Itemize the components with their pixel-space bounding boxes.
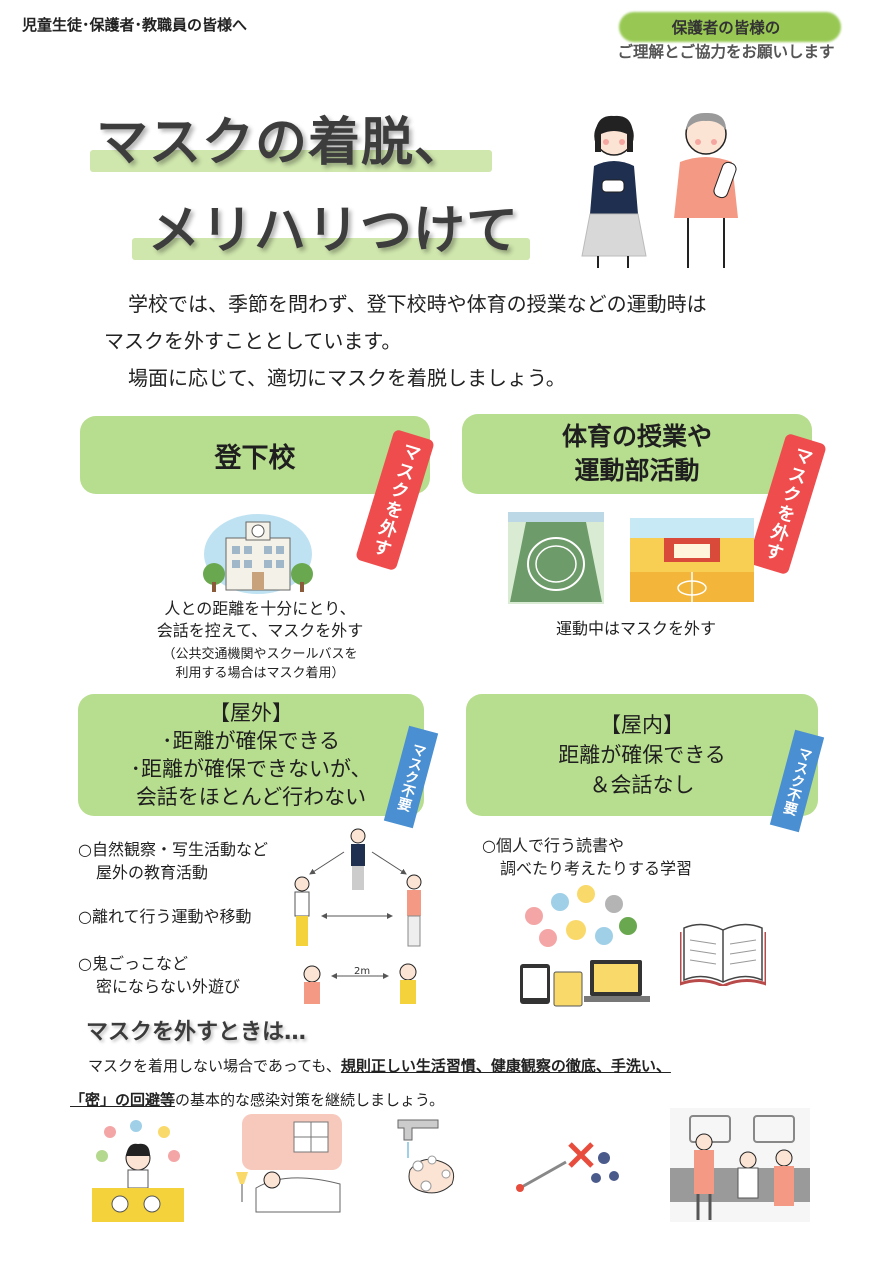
thermometer-virus-illustration (516, 1142, 619, 1192)
outdoor-line-2: ･距離が確保できないが、 (130, 757, 372, 781)
outdoor-item-3-line-2: 密にならない外遊び (96, 977, 241, 996)
outdoor-item-2: ○離れて行う運動や移動 (78, 907, 252, 926)
devices-illustration (520, 885, 650, 1007)
intro-line-2: マスクを外すこととしています。 (104, 329, 402, 353)
outdoor-item-1: ○自然観察・写生活動など 屋外の教育活動 (78, 838, 268, 884)
gymnasium-illustration (630, 518, 754, 602)
when-off-emphasis-2: 「密」の回避等 (70, 1091, 176, 1109)
sports-heading-line-1: 体育の授業や (561, 422, 712, 451)
commute-caption: 人との距離を十分にとり、 会話を控えて、マスクを外す (110, 598, 410, 642)
commute-caption-line-2: 会話を控えて、マスクを外す (156, 621, 364, 640)
sports-caption: 運動中はマスクを外す (555, 619, 716, 638)
commute-note: （公共交通機関やスクールバスを 利用する場合はマスク着用） (110, 645, 410, 683)
outdoor-line-1: ･距離が確保できる (161, 729, 341, 753)
request-line-1: 保護者の皆様の (671, 19, 781, 37)
indoor-item: ○個人で行う読書や 調べたり考えたりする学習 (482, 834, 692, 880)
outdoor-item-3: ○鬼ごっこなど 密にならない外遊び (78, 952, 240, 998)
outdoor-item-3-line-1: ○鬼ごっこなど (78, 954, 188, 973)
when-off-line-2: 「密」の回避等の基本的な感染対策を継続しましょう。 (70, 1089, 444, 1110)
commute-caption-line-1: 人との距離を十分にとり、 (164, 599, 356, 618)
request-highlight (619, 12, 841, 42)
title-highlight-2 (132, 238, 530, 260)
when-off-line-1: マスクを着用しない場合であっても、規則正しい生活習慣、健康観察の徹底、手洗い、 (88, 1055, 671, 1076)
intro-line-3: 場面に応じて、適切にマスクを着脱しましょう。 (128, 366, 566, 390)
school-building-icon (203, 514, 313, 594)
distance-label: 2m (354, 966, 371, 977)
healthy-meal-illustration (92, 1120, 184, 1222)
indoor-item-line-1: ○個人で行う読書や (482, 836, 624, 855)
train-passengers-illustration (670, 1108, 810, 1222)
book-icon (680, 923, 766, 986)
indoor-line-2: ＆会話なし (589, 773, 695, 797)
intro-line-1: 学校では、季節を問わず、登下校時や体育の授業などの運動時は (128, 292, 707, 316)
when-off-heading: マスクを外すときは… (86, 1020, 307, 1045)
handwashing-illustration (397, 1119, 455, 1194)
title-highlight-1 (90, 150, 492, 172)
when-off-emphasis-1: 規則正しい生活習慣、健康観察の徹底、手洗い、 (340, 1057, 671, 1075)
request-line-2: ご理解とご協力をお願いします (617, 43, 835, 61)
when-off-lead: マスクを着用しない場合であっても、 (88, 1057, 341, 1075)
intro-text: 学校では、季節を問わず、登下校時や体育の授業などの運動時は マスクを外すこととし… (104, 286, 824, 397)
distance-people-illustration (294, 828, 422, 1004)
title-line-2: メリハリつけて (148, 201, 520, 261)
sports-heading-line-2: 運動部活動 (574, 456, 700, 485)
commute-heading-box: 登下校 (80, 416, 430, 494)
audience-label: 児童生徒･保護者･教職員の皆様へ (22, 16, 248, 34)
outdoor-heading: 【屋外】 (209, 701, 293, 725)
sleeping-illustration (236, 1114, 342, 1213)
indoor-line-1: 距離が確保できる (558, 743, 726, 767)
sports-field-illustration (508, 512, 604, 604)
title-line-1: マスクの着脱、 (96, 113, 468, 173)
outdoor-line-3: 会話をほとんど行わない (135, 785, 367, 809)
when-off-tail: の基本的な感染対策を継続しましょう。 (175, 1091, 445, 1109)
indoor-box: 【屋内】 距離が確保できる ＆会話なし (466, 694, 818, 816)
outdoor-item-1-line-1: ○自然観察・写生活動など (78, 840, 268, 859)
indoor-heading: 【屋内】 (600, 713, 684, 737)
people-illustration (581, 112, 738, 268)
commute-heading: 登下校 (214, 442, 296, 474)
indoor-item-line-2: 調べたり考えたりする学習 (500, 859, 693, 878)
outdoor-box: 【屋外】 ･距離が確保できる ･距離が確保できないが、 会話をほとんど行わない (78, 694, 424, 816)
commute-note-line-1: （公共交通機関やスクールバスを (162, 647, 358, 662)
commute-note-line-2: 利用する場合はマスク着用） (175, 666, 345, 681)
outdoor-item-1-line-2: 屋外の教育活動 (96, 863, 209, 882)
sports-heading-box: 体育の授業や 運動部活動 (462, 414, 812, 494)
request-banner: 保護者の皆様の ご理解とご協力をお願いします (583, 10, 869, 66)
